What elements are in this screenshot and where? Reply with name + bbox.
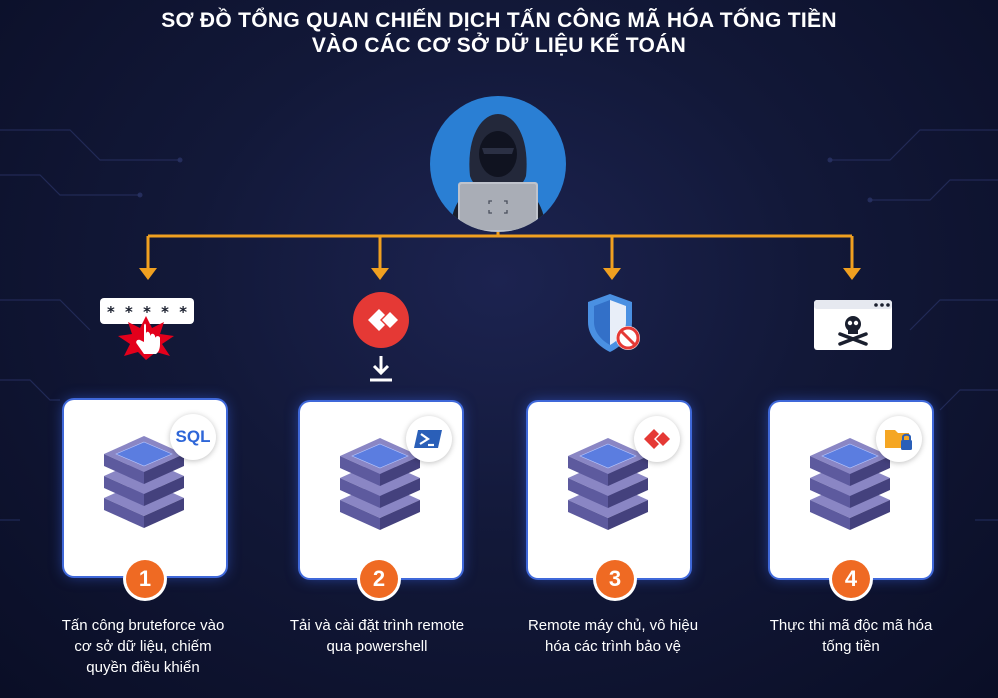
sql-badge-icon: SQL: [170, 414, 216, 460]
step-card-3: [528, 402, 690, 578]
powershell-icon: [406, 416, 452, 462]
step-number-3: 3: [596, 560, 634, 598]
hacker-icon: [430, 96, 566, 232]
step-number-2: 2: [360, 560, 398, 598]
step-card-4: [770, 402, 932, 578]
desc-line: Thực thi mã độc mã hóa: [769, 617, 933, 634]
click-burst-icon: [118, 316, 174, 360]
desc-line: Tải và cài đặt trình remote: [289, 617, 465, 634]
desc-line: tống tiền: [822, 638, 880, 655]
desc-line: Tấn công bruteforce vào: [61, 617, 225, 634]
locked-folder-icon: [876, 416, 922, 462]
step-description-1: Tấn công bruteforce vào cơ sở dữ liệu, c…: [38, 615, 248, 678]
diagram-title: SƠ ĐỒ TỔNG QUAN CHIẾN DỊCH TẤN CÔNG MÃ H…: [0, 8, 998, 58]
step-description-3: Remote máy chủ, vô hiệu hóa các trình bả…: [508, 615, 718, 657]
title-line-1: SƠ ĐỒ TỔNG QUAN CHIẾN DỊCH TẤN CÔNG MÃ H…: [161, 9, 837, 32]
malware-window-icon: [814, 300, 892, 350]
desc-line: Remote máy chủ, vô hiệu: [527, 617, 699, 634]
desc-line: hóa các trình bảo vệ: [545, 638, 681, 655]
remote-desktop-icon: [634, 416, 680, 462]
step-description-2: Tải và cài đặt trình remote qua powershe…: [272, 615, 482, 657]
step-number-1: 1: [126, 560, 164, 598]
remote-download-icon: [352, 292, 410, 384]
desc-line: cơ sở dữ liệu, chiếm: [74, 638, 212, 655]
desc-line: quyền điều khiển: [86, 659, 200, 676]
shield-blocked-icon: [584, 292, 642, 356]
desc-line: qua powershell: [326, 638, 428, 655]
sql-badge-text: SQL: [175, 427, 211, 446]
step-number-4: 4: [832, 560, 870, 598]
password-click-icon: * * * * * *: [98, 298, 198, 360]
title-line-2: VÀO CÁC CƠ SỞ DỮ LIỆU KẾ TOÁN: [311, 34, 687, 57]
step-card-1: SQL: [64, 400, 226, 576]
hacker-avatar: [430, 96, 566, 232]
step-description-4: Thực thi mã độc mã hóa tống tiền: [746, 615, 956, 657]
step-card-2: [300, 402, 462, 578]
